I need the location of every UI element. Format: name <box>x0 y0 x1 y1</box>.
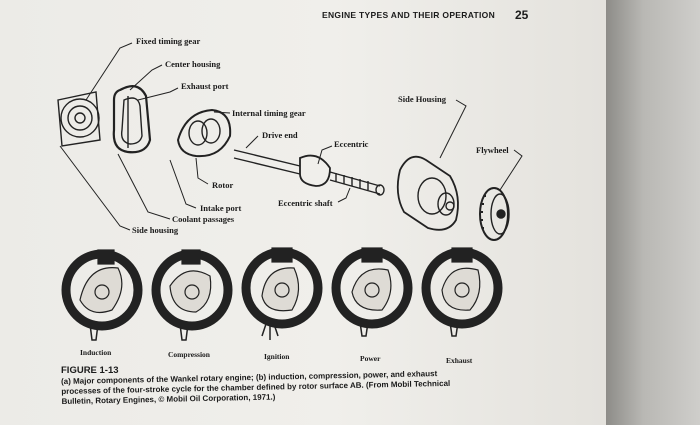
label-fixed-timing-gear: Fixed timing gear <box>136 36 201 46</box>
cycle-ignition-drawing <box>241 247 323 340</box>
label-power: Power <box>360 354 381 363</box>
label-eccentric-shaft: Eccentric shaft <box>278 198 333 208</box>
label-drive-end: Drive end <box>262 130 298 140</box>
cycle-power-drawing <box>331 247 413 337</box>
label-flywheel: Flywheel <box>476 145 509 155</box>
fixed-timing-gear-drawing <box>60 98 100 138</box>
label-exhaust-port: Exhaust port <box>181 81 229 91</box>
label-eccentric: Eccentric <box>334 139 369 149</box>
label-exhaust: Exhaust <box>446 356 473 365</box>
label-compression: Compression <box>168 350 210 359</box>
figure-title: FIGURE 1-13 <box>61 365 119 376</box>
label-intake-port: Intake port <box>200 203 242 213</box>
label-internal-timing-gear: Internal timing gear <box>232 108 306 118</box>
side-housing-left-drawing <box>57 91 101 147</box>
label-side-housing-right: Side Housing <box>398 94 446 104</box>
label-center-housing: Center housing <box>165 59 221 69</box>
label-coolant-passages: Coolant passages <box>172 214 235 224</box>
eccentric-shaft-drawing <box>233 149 385 196</box>
cycle-compression-drawing <box>151 249 233 341</box>
label-ignition: Ignition <box>264 352 290 361</box>
rotor-drawing <box>176 108 232 158</box>
background-surface <box>606 0 700 425</box>
running-header: ENGINE TYPES AND THEIR OPERATION <box>322 10 496 20</box>
label-rotor: Rotor <box>212 180 234 190</box>
cycle-exhaust-drawing <box>421 247 503 337</box>
cycle-induction-drawing <box>61 249 143 341</box>
label-side-housing-left: Side housing <box>132 225 179 235</box>
center-housing-drawing <box>112 85 152 154</box>
side-housing-right-drawing <box>396 155 459 231</box>
flywheel-drawing <box>479 187 510 241</box>
label-induction: Induction <box>80 348 112 357</box>
page-number: 25 <box>515 8 529 22</box>
